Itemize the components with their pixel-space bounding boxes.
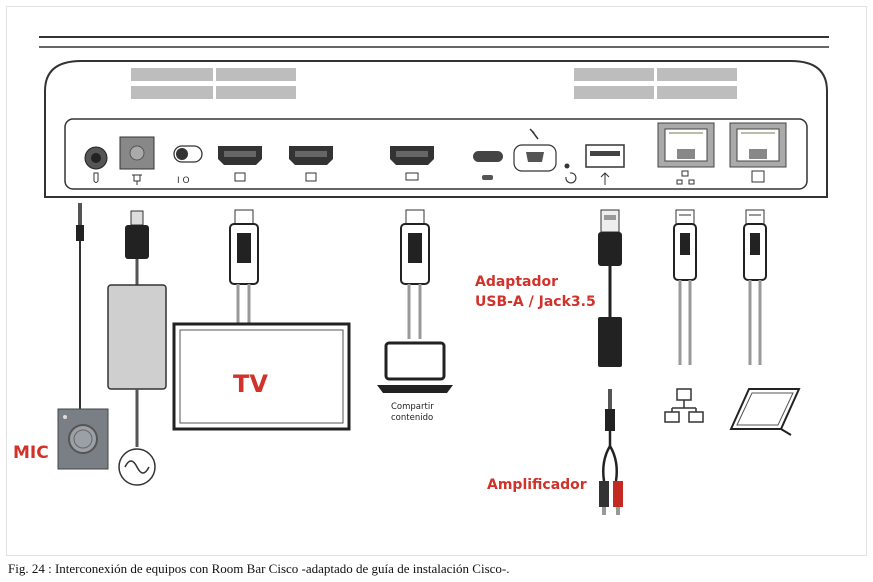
usb-c-icon [482, 175, 493, 180]
figure-caption: Fig. 24 : Interconexión de equipos con R… [8, 561, 510, 576]
figure-frame: I O [6, 6, 867, 556]
controller-cable [743, 209, 767, 365]
port-panel [64, 118, 808, 190]
hdmi-in-port [390, 146, 434, 181]
amplifier-label: Amplificador [487, 477, 587, 493]
vent-grill-left [131, 68, 296, 99]
adapter-label-line2: USB-A / Jack3.5 [475, 294, 596, 310]
rca-cable [599, 389, 623, 515]
power-icon [132, 174, 142, 185]
tv-label: TV [233, 370, 268, 398]
vent-grill-right [574, 68, 737, 99]
power-adapter [107, 284, 167, 390]
touch-controller-port [729, 122, 787, 168]
tv-device [172, 322, 351, 431]
network-icon [676, 170, 695, 185]
usb-a-icon [600, 172, 610, 185]
tablet-icon [729, 388, 801, 436]
share-label-line2: contenido [391, 413, 433, 423]
usb-c-port [473, 151, 503, 162]
power-cable [107, 210, 167, 447]
hdmi-out-icon [305, 172, 317, 182]
rca-plug-white [599, 481, 609, 507]
svg-text:I O: I O [177, 176, 190, 186]
touch-controller-icon [751, 170, 765, 183]
network-cable [673, 209, 697, 365]
usb-jack-adapter [598, 209, 622, 367]
mic-label: MIC [13, 443, 49, 463]
hdmi-cable-laptop [400, 209, 430, 339]
share-label-line1: Compartir [391, 402, 434, 412]
hdmi-cable-tv [229, 209, 259, 323]
hdmi-out-icon [234, 172, 246, 182]
hdmi-out-port-1 [218, 146, 262, 182]
microphone-device [57, 408, 109, 470]
hdmi-in-icon [405, 172, 419, 181]
network-port [657, 122, 715, 168]
mic-cable [76, 203, 84, 409]
network-device-icon [664, 388, 704, 423]
micro-usb-icon [529, 128, 539, 140]
mic-port [84, 146, 108, 170]
connection-diagram: I O [13, 36, 829, 515]
reset-icon [565, 172, 577, 184]
hdmi-out-port-2 [289, 146, 333, 182]
adapter-label-line1: Adaptador [475, 274, 558, 290]
rca-plug-red [613, 481, 623, 507]
laptop-icon [377, 341, 453, 393]
microphone-icon [93, 172, 99, 183]
